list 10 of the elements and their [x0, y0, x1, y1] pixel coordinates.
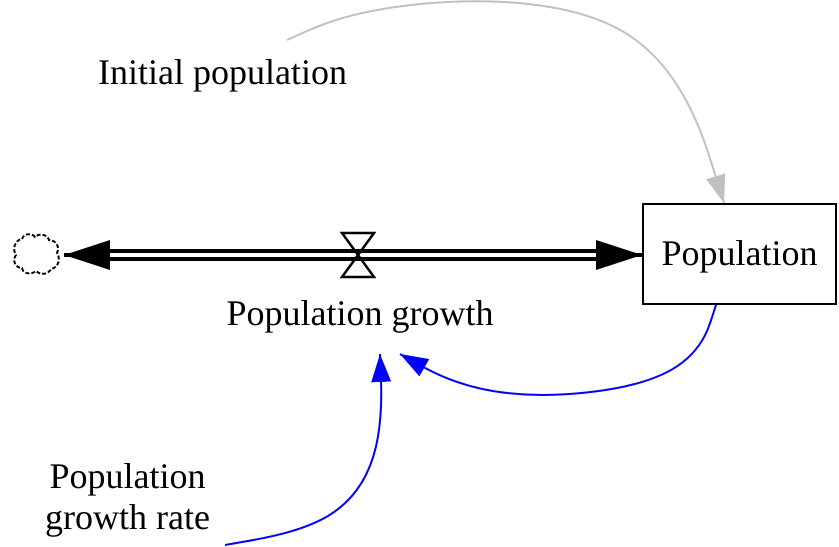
arrow: [286, 0, 726, 204]
arrow: [400, 304, 717, 396]
variable-label: Population growth rate: [44, 456, 211, 539]
flow-label: Population growth: [226, 293, 494, 334]
stock-label: Population: [660, 233, 818, 274]
flow-pipe: [356, 240, 644, 270]
arrow: [224, 354, 392, 546]
flow-pipe: [62, 240, 360, 270]
stock-box: [642, 203, 837, 305]
variable-label: Initial population: [97, 52, 348, 94]
